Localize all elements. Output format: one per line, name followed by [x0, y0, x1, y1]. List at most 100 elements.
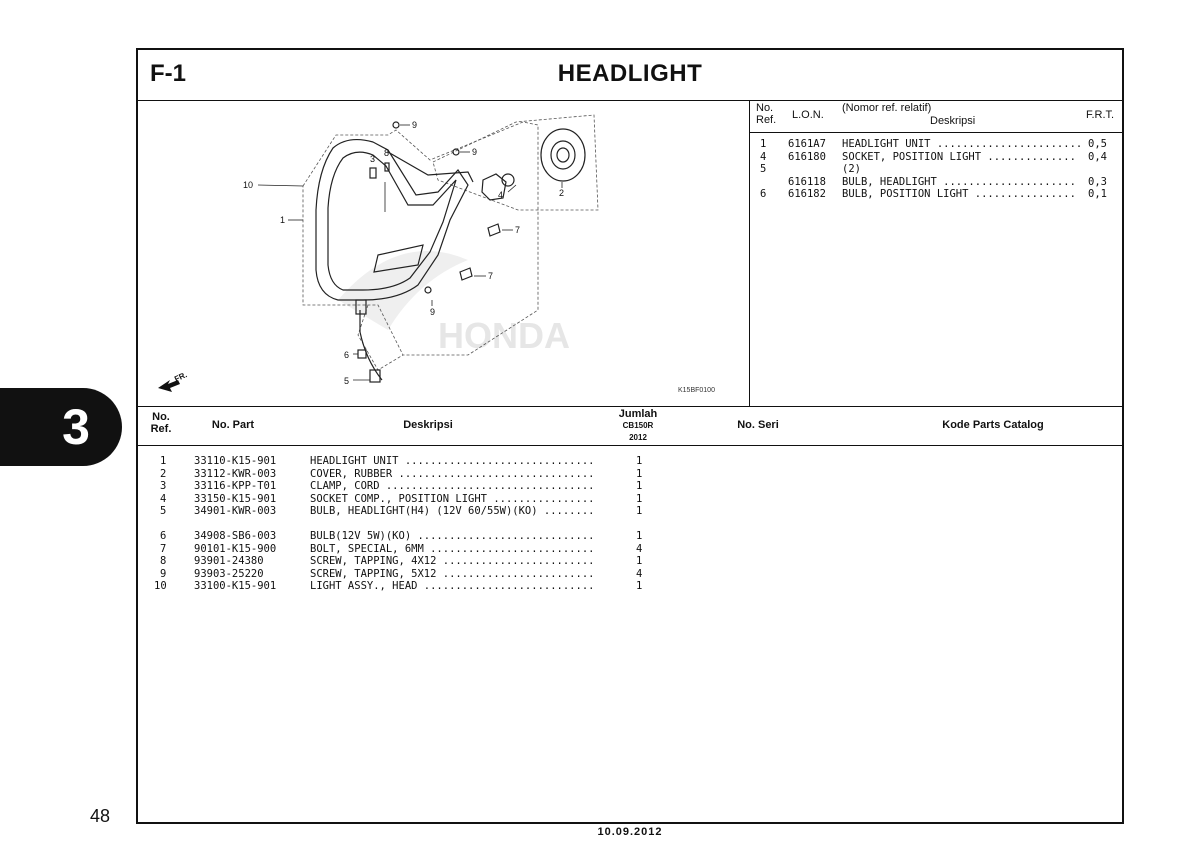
cell-qty: 1: [636, 467, 643, 480]
callout-label: 8: [384, 148, 389, 158]
cell-desc: LIGHT ASSY., HEAD ......................…: [310, 580, 595, 593]
cell-desc: BULB, HEADLIGHT .....................: [842, 175, 1076, 188]
screw-icon: [424, 286, 432, 294]
cell-qty: 4: [636, 542, 643, 555]
cell-part: 90101-K15-900: [194, 542, 277, 555]
cell-lon: 616182: [788, 188, 826, 201]
header-no-part: No. Part: [211, 419, 255, 431]
parts-table-rows: 1 33110-K15-901 HEADLIGHT UNIT ...........…: [138, 455, 1122, 593]
cell-desc: SCREW, TAPPING, 5X12 ...................…: [310, 567, 595, 580]
callout-label: 2: [559, 188, 564, 198]
header-model: CB150R: [622, 421, 654, 430]
cell-ref: 1: [760, 138, 767, 150]
callout-label: 6: [344, 350, 349, 360]
header-deskripsi: Deskripsi: [930, 115, 976, 127]
position-bulb-icon: [357, 349, 367, 359]
section-title: HEADLIGHT: [557, 60, 703, 87]
header-no-seri: No. Seri: [737, 419, 779, 431]
headlight-reflector: [373, 244, 424, 273]
cell-desc: SCREW, TAPPING, 4X12 ...................…: [310, 555, 595, 568]
screw-icon: [392, 121, 400, 129]
callout-label: 1: [280, 215, 285, 225]
callout-label: 7: [488, 271, 493, 281]
cell-qty: 1: [636, 529, 643, 542]
cell-qty: 1: [636, 505, 643, 518]
cell-desc: CLAMP, CORD ............................…: [310, 480, 595, 493]
callout-label: 9: [430, 307, 435, 317]
table-row: 6 616182 BULB, POSITION LIGHT ..........…: [750, 188, 1122, 201]
header-jumlah: Jumlah: [618, 408, 658, 420]
clamp-cord-icon: [369, 167, 377, 179]
cell-part: 33110-K15-901: [194, 455, 277, 467]
cell-qty: 1: [636, 580, 643, 593]
header-kode: Kode Parts Catalog: [942, 419, 1044, 431]
cell-ref: 10: [154, 580, 167, 593]
parts-table-header: No. Ref. No. Part Deskripsi Jumlah CB150…: [138, 406, 1122, 446]
table-row: 4 616180 SOCKET, POSITION LIGHT ........…: [750, 151, 1122, 164]
cell-ref: 9: [160, 567, 167, 580]
table-row: 1 6161A7 HEADLIGHT UNIT ................…: [750, 138, 1122, 151]
bolt-icon: [487, 223, 501, 237]
cell-desc: BULB, POSITION LIGHT ................: [842, 188, 1076, 201]
ref-table-header: No. Ref. L.O.N. (Nomor ref. relatif) Des…: [750, 100, 1122, 133]
socket-group-boundary: [357, 304, 404, 371]
cell-ref: 5: [760, 163, 767, 176]
cell-desc: BULB(12V 5W)(KO) .......................…: [310, 529, 595, 542]
cell-part: 33150-K15-901: [194, 492, 277, 505]
callout-label: 3: [370, 154, 375, 164]
cell-part: 33112-KWR-003: [194, 467, 277, 480]
cell-part: 93901-24380: [194, 555, 264, 568]
cell-part: 33100-K15-901: [194, 580, 277, 593]
table-row: 5 (2): [750, 163, 1122, 176]
cell-lon: 616180: [788, 150, 826, 163]
cell-lon: 616118: [788, 175, 826, 188]
rubber-cover: [540, 128, 586, 182]
cell-qty: 1: [636, 480, 643, 493]
cell-frt: 0,1: [1088, 188, 1107, 201]
ref-table: No. Ref. L.O.N. (Nomor ref. relatif) Des…: [750, 100, 1122, 406]
screw-icon: [384, 162, 390, 172]
cell-part: 34901-KWR-003: [194, 505, 277, 518]
cell-qty: 1: [636, 492, 643, 505]
cell-frt: 0,3: [1088, 175, 1107, 188]
header-year: 2012: [629, 433, 647, 442]
cell-desc: HEADLIGHT UNIT .........................…: [310, 455, 595, 467]
headlight-bracket: [387, 151, 474, 183]
callout-label: 7: [515, 225, 520, 235]
cell-desc: BOLT, SPECIAL, 6MM .....................…: [310, 542, 595, 555]
table-row: 10 33100-K15-901 LIGHT ASSY., HEAD .......…: [138, 580, 1122, 593]
assembly-boundary: [302, 121, 539, 356]
cell-desc: BULB, HEADLIGHT(H4) (12V 60/55W)(KO) ...…: [310, 505, 595, 518]
cell-desc: SOCKET, POSITION LIGHT ..............: [842, 150, 1076, 163]
cell-qty: 1: [636, 555, 643, 568]
cell-ref: 4: [760, 150, 767, 163]
cell-desc: COVER, RUBBER ..........................…: [310, 467, 595, 480]
cell-part: 34908-SB6-003: [194, 529, 277, 542]
parts-page-frame: F-1 HEADLIGHT HONDA: [136, 48, 1124, 824]
bolt-icon: [459, 267, 473, 281]
table-row: 8 93901-24380 SCREW, TAPPING, 4X12 .......…: [138, 555, 1122, 568]
exploded-diagram: HONDA: [138, 100, 750, 406]
section-header: F-1 HEADLIGHT: [138, 50, 1122, 101]
callout-label: 9: [412, 120, 417, 130]
cell-part: 33116-KPP-T01: [194, 480, 277, 493]
screw-icon: [452, 148, 460, 156]
header-no-ref: No. Ref.: [756, 102, 777, 126]
cell-ref: 4: [160, 492, 167, 505]
callout-label: 10: [243, 180, 253, 190]
cell-ref: 8: [160, 555, 167, 568]
cell-ref: 1: [160, 455, 167, 467]
cell-desc: HEADLIGHT UNIT .......................: [842, 138, 1083, 150]
cell-ref: 2: [160, 467, 167, 480]
header-nomor: (Nomor ref. relatif): [842, 102, 932, 114]
table-row: 2 33112-KWR-003 COVER, RUBBER ............…: [138, 468, 1122, 481]
watermark-wing-icon: [338, 251, 468, 330]
watermark-text: HONDA: [438, 315, 570, 356]
cell-desc: (2): [842, 163, 861, 176]
